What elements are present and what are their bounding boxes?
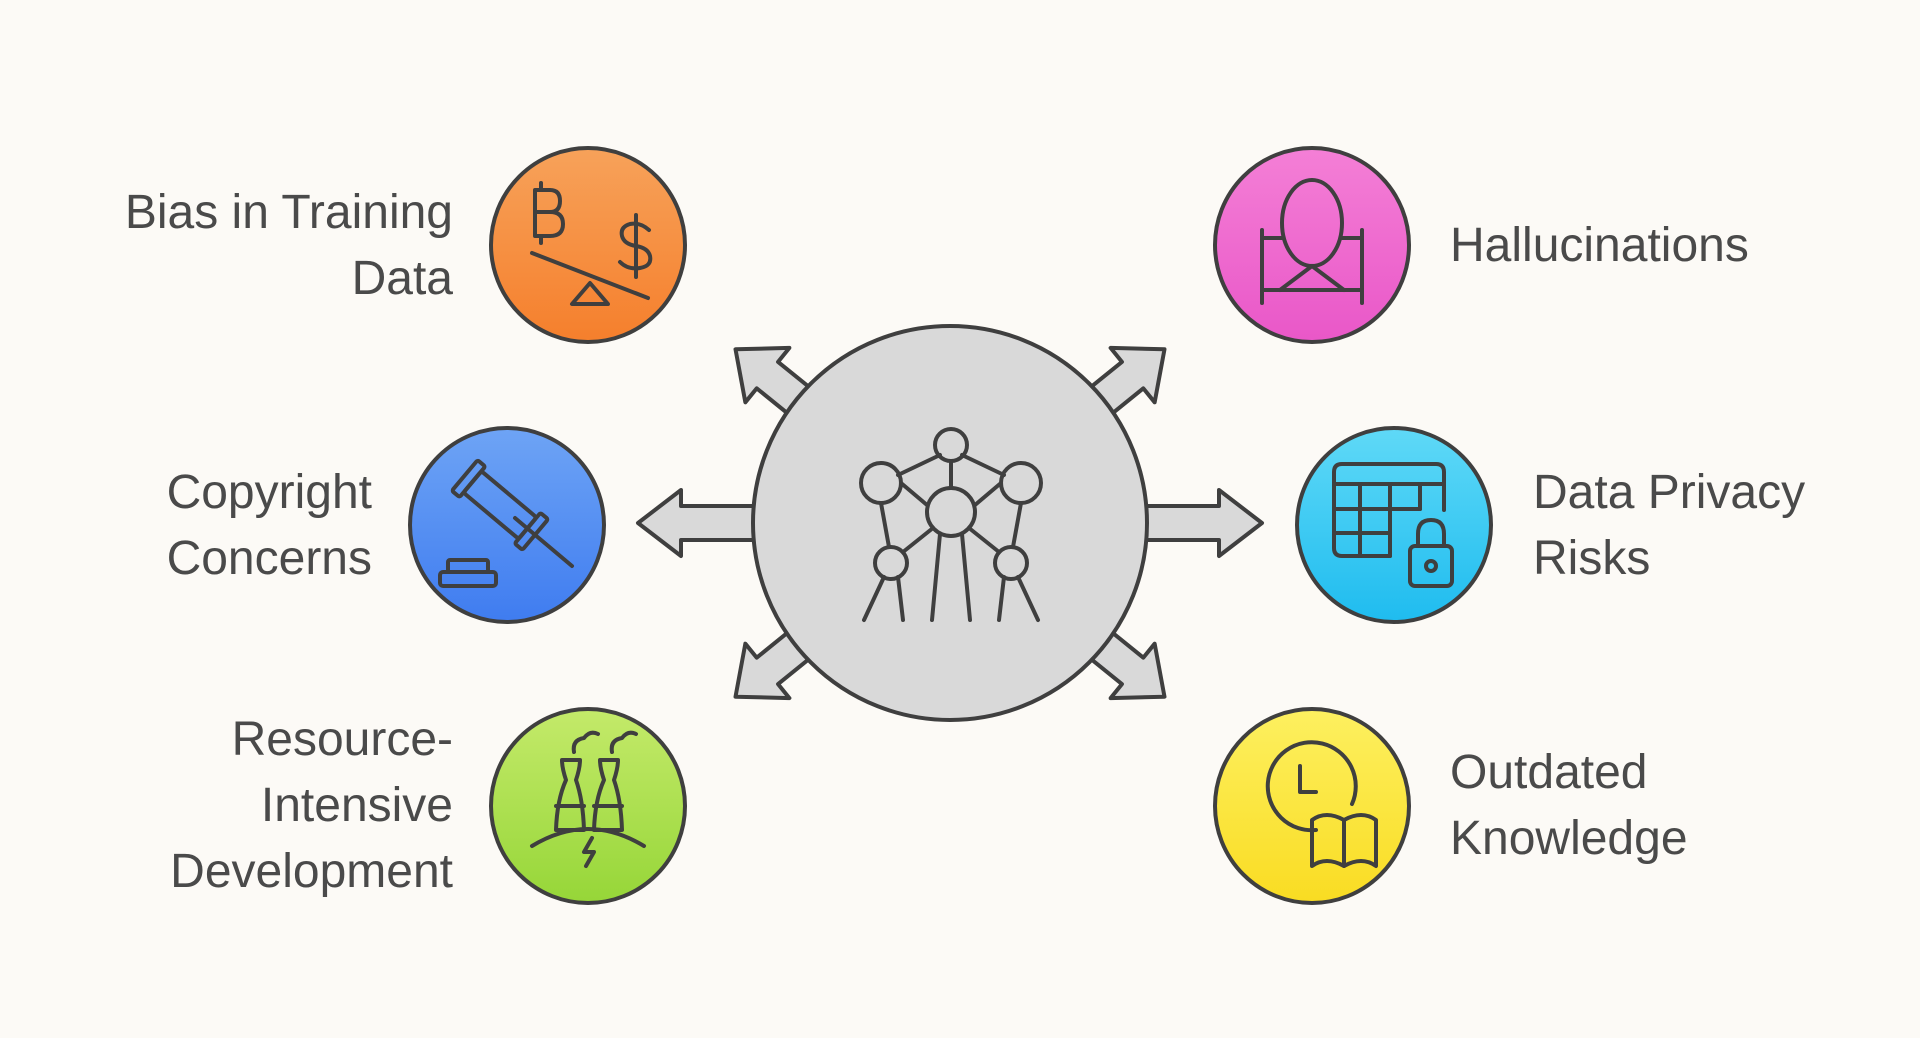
label-resource-line-3: Development	[170, 845, 453, 898]
arrow-right	[1138, 488, 1264, 558]
atomium-network-icon	[859, 427, 1043, 622]
label-resource-line-2: Intensive	[260, 779, 453, 832]
label-outdated-line-1: Outdated	[1450, 746, 1648, 799]
node-resource	[489, 707, 687, 905]
mirror-icon	[1260, 178, 1364, 305]
label-hallucinations: Hallucinations	[1450, 213, 1749, 279]
power-plant-icon	[530, 730, 646, 868]
label-bias: Bias in Training Data	[125, 180, 453, 312]
label-privacy: Data Privacy Risks	[1533, 460, 1805, 592]
label-bias-line-1: Bias in Training	[124, 186, 453, 239]
node-bias	[489, 146, 687, 344]
clock-book-icon	[1265, 740, 1378, 868]
label-hallucinations-line-1: Hallucinations	[1450, 219, 1749, 272]
arrow-left	[636, 488, 762, 558]
node-hallucinations	[1213, 146, 1411, 344]
label-copyright: Copyright Concerns	[167, 460, 372, 592]
label-privacy-line-1: Data Privacy	[1533, 466, 1806, 519]
node-copyright	[408, 426, 606, 624]
center-hub	[751, 324, 1149, 722]
label-resource: Resource- Intensive Development	[170, 707, 453, 905]
node-outdated	[1213, 707, 1411, 905]
label-resource-line-1: Resource-	[231, 713, 453, 766]
label-privacy-line-2: Risks	[1533, 532, 1651, 585]
label-outdated: Outdated Knowledge	[1450, 740, 1688, 872]
label-copyright-line-1: Copyright	[166, 466, 372, 519]
node-privacy	[1295, 426, 1493, 624]
balance-scale-currency-icon	[530, 181, 653, 306]
locked-table-icon	[1332, 462, 1454, 588]
label-copyright-line-2: Concerns	[166, 532, 372, 585]
label-bias-line-2: Data	[351, 252, 453, 305]
gavel-icon	[438, 458, 574, 588]
label-outdated-line-2: Knowledge	[1450, 812, 1688, 865]
